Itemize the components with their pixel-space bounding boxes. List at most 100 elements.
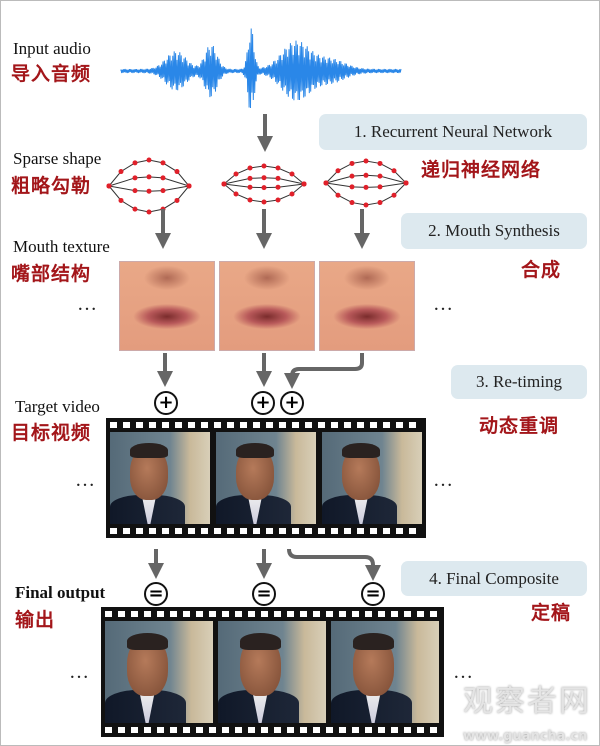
target-video-label-zh: 目标视频 — [11, 422, 92, 444]
step-4-label: 4. Final Composite — [429, 568, 559, 588]
landmark-point — [363, 172, 369, 178]
step-4-box: 4. Final Composite — [401, 561, 587, 596]
watermark-logo: 观察者网 — [463, 684, 591, 719]
final-output-label-zh: 输出 — [15, 609, 56, 631]
landmark-point — [349, 160, 355, 166]
landmark-point — [289, 171, 295, 177]
mouth-texture-image-2 — [219, 261, 315, 351]
mouth-texture-label: Mouth texture — [13, 237, 110, 256]
landmark-point — [377, 160, 383, 166]
step-3-box: 3. Re-timing — [451, 365, 587, 399]
step-1-label-zh: 递归神经网络 — [421, 159, 542, 181]
landmark-point — [146, 174, 152, 180]
arrow-composite-bend — [287, 548, 381, 581]
lip-landmark-shape-3 — [323, 158, 409, 208]
arrow-retiming-bend — [284, 353, 364, 389]
landmark-point — [247, 175, 253, 181]
landmark-point — [363, 184, 369, 190]
step-4-label-zh: 定稿 — [531, 602, 572, 624]
landmark-point — [335, 192, 341, 198]
equals-operator-1: = — [144, 582, 168, 606]
step-2-label: 2. Mouth Synthesis — [428, 221, 560, 240]
video-frame-2 — [216, 432, 316, 524]
final-output-filmstrip — [101, 607, 444, 737]
landmark-point — [146, 209, 152, 215]
audio-waveform — [120, 28, 402, 109]
landmark-point — [233, 191, 239, 197]
watermark-url: www.guancha.cn — [463, 729, 588, 744]
mouth-texture-image-3 — [319, 261, 415, 351]
landmark-point — [132, 175, 138, 181]
output-frame-1 — [105, 621, 213, 723]
landmark-point — [261, 185, 267, 191]
landmark-point — [377, 200, 383, 206]
landmark-point — [160, 160, 166, 166]
landmark-point — [247, 184, 253, 190]
landmark-point — [335, 168, 341, 174]
landmark-point — [261, 175, 267, 181]
input-audio-label-zh: 导入音频 — [11, 63, 92, 85]
landmark-point — [377, 173, 383, 179]
step-3-label: 3. Re-timing — [476, 372, 562, 391]
plus-operator-1: + — [154, 391, 178, 415]
landmark-point — [160, 175, 166, 181]
landmark-point — [261, 199, 267, 205]
target-video-filmstrip — [106, 418, 426, 538]
plus-operator-3: + — [280, 391, 304, 415]
landmark-point — [118, 197, 124, 203]
landmark-point — [118, 169, 124, 175]
ellipsis-right: … — [453, 661, 473, 683]
output-frame-2 — [218, 621, 326, 723]
step-1-label: 1. Recurrent Neural Network — [353, 122, 553, 141]
step-2-box: 2. Mouth Synthesis — [401, 213, 587, 249]
mouth-texture-label-zh: 嘴部结构 — [11, 263, 92, 285]
equals-operator-3: = — [361, 582, 385, 606]
video-frame-1 — [110, 432, 210, 524]
landmark-point — [349, 200, 355, 206]
landmark-point — [275, 184, 281, 190]
landmark-point — [132, 188, 138, 194]
landmark-point — [377, 184, 383, 190]
landmark-point — [275, 197, 281, 203]
landmark-point — [391, 168, 397, 174]
landmark-point — [261, 163, 267, 169]
landmark-point — [186, 183, 192, 189]
lip-landmark-shape-2 — [221, 163, 307, 205]
landmark-point — [275, 175, 281, 181]
landmark-point — [146, 157, 152, 163]
ellipsis-right: … — [433, 469, 453, 491]
step-1-box: 1. Recurrent Neural Network — [319, 114, 587, 150]
landmark-point — [301, 181, 307, 187]
landmark-point — [391, 192, 397, 198]
ellipsis-left: … — [75, 469, 95, 491]
equals-operator-2: = — [252, 582, 276, 606]
step-2-label-zh: 合成 — [521, 259, 562, 281]
landmark-point — [106, 183, 112, 189]
landmark-point — [349, 173, 355, 179]
sparse-shape-label-zh: 粗略勾勒 — [11, 175, 92, 197]
landmark-point — [132, 206, 138, 212]
landmark-point — [132, 160, 138, 166]
landmark-point — [247, 197, 253, 203]
landmark-point — [247, 165, 253, 171]
mouth-texture-image-1 — [119, 261, 215, 351]
output-frame-3 — [331, 621, 439, 723]
landmark-point — [174, 197, 180, 203]
ellipsis-left: … — [69, 661, 89, 683]
step-3-label-zh: 动态重调 — [479, 415, 560, 437]
final-output-label: Final output — [15, 583, 106, 602]
input-audio-label: Input audio — [13, 39, 91, 58]
ellipsis-right: … — [433, 293, 453, 315]
video-frame-3 — [322, 432, 422, 524]
ellipsis-left: … — [77, 293, 97, 315]
landmark-point — [403, 180, 409, 186]
landmark-point — [275, 165, 281, 171]
lip-landmark-shape-1 — [106, 157, 192, 215]
landmark-point — [349, 184, 355, 190]
landmark-point — [233, 171, 239, 177]
landmark-point — [174, 169, 180, 175]
landmark-point — [323, 180, 329, 186]
landmark-point — [289, 191, 295, 197]
landmark-point — [146, 188, 152, 194]
